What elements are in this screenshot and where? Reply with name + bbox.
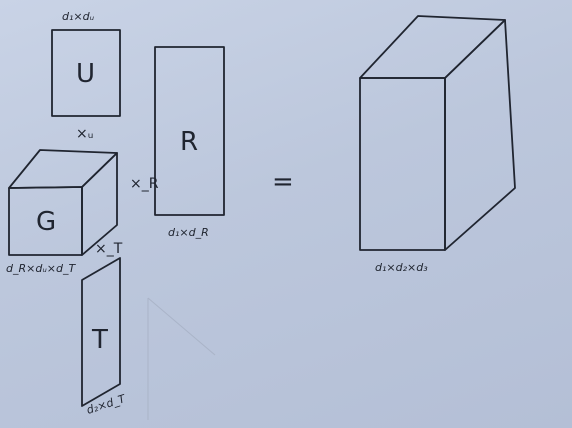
t-dims-label: d₂×d_T	[85, 392, 128, 417]
g-cube-side	[81, 152, 118, 256]
u-letter: U	[76, 59, 95, 89]
r-matrix-box	[154, 46, 225, 216]
t-letter: T	[91, 325, 108, 355]
result-tensor: d₁×d₂×d₃	[359, 15, 516, 274]
result-dims-label: d₁×d₂×d₃	[375, 261, 428, 274]
u-mode-label: ×ᵤ	[76, 126, 93, 142]
r-matrix: R ×_R d₁×d_R	[130, 46, 225, 239]
g-dims-label: d_R×dᵤ×d_T	[6, 262, 76, 275]
faint-guide-line-2	[147, 297, 216, 356]
t-matrix-shape	[81, 257, 121, 407]
r-mode-label: ×_R	[130, 176, 159, 192]
result-front-face	[359, 77, 446, 251]
u-matrix-box	[51, 29, 121, 117]
equals-sign: =	[272, 167, 294, 197]
u-dims-label: d₁×dᵤ	[62, 10, 95, 23]
g-core-tensor: G d_R×dᵤ×d_T ×_T	[6, 149, 123, 275]
g-letter: G	[36, 207, 56, 237]
r-letter: R	[180, 127, 198, 157]
t-matrix: T d₂×d_T	[81, 257, 128, 417]
result-side-face	[444, 19, 516, 251]
u-matrix: d₁×dᵤ U ×ᵤ	[51, 10, 121, 142]
result-top-face	[359, 15, 506, 79]
r-dims-label: d₁×d_R	[168, 226, 209, 239]
g-mode-label: ×_T	[95, 241, 123, 257]
